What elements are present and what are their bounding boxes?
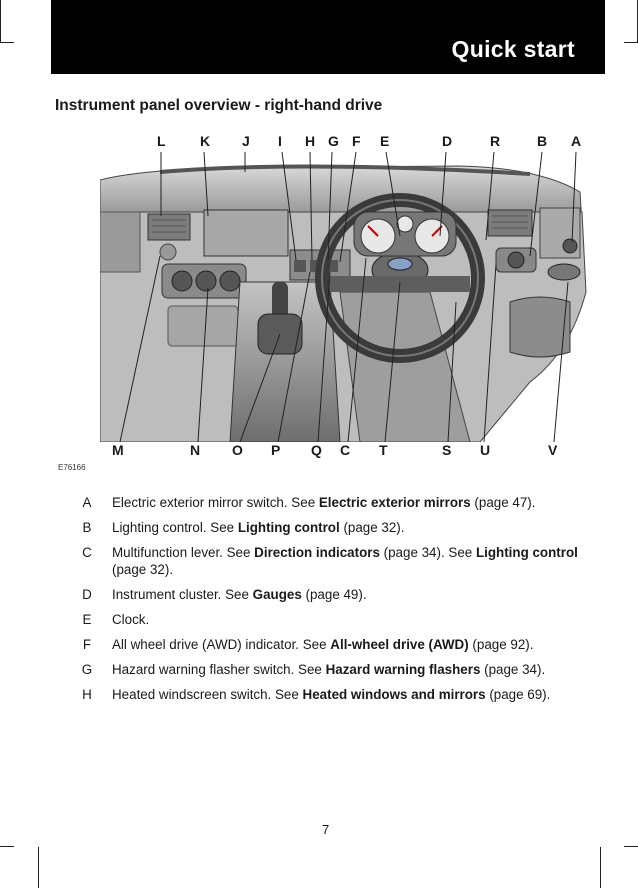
callout-bottom: P bbox=[271, 442, 281, 458]
legend-letter: C bbox=[82, 545, 92, 560]
crop-mark bbox=[624, 846, 638, 847]
header-title: Quick start bbox=[451, 36, 575, 62]
legend-text: Heated windscreen switch. See Heated win… bbox=[112, 687, 551, 702]
callout-top: J bbox=[242, 133, 250, 149]
legend-letter: B bbox=[82, 520, 92, 535]
crop-mark bbox=[38, 847, 39, 888]
legend-text: Lighting control. See Lighting control (… bbox=[112, 520, 405, 535]
legend-item: G Hazard warning flasher switch. See Haz… bbox=[62, 661, 607, 678]
legend-text: Hazard warning flasher switch. See Hazar… bbox=[112, 662, 546, 677]
callout-bottom: T bbox=[379, 442, 388, 458]
cross-reference-link[interactable]: Gauges bbox=[252, 587, 302, 602]
crop-mark bbox=[0, 42, 14, 43]
legend-item: C Multifunction lever. See Direction ind… bbox=[62, 544, 607, 578]
cross-reference-link[interactable]: Hazard warning flashers bbox=[325, 662, 481, 677]
callout-top: B bbox=[537, 133, 548, 149]
callout-top: G bbox=[328, 133, 339, 149]
callout-top: L bbox=[157, 133, 166, 149]
legend-text: Electric exterior mirror switch. See Ele… bbox=[112, 495, 536, 510]
callout-bottom: U bbox=[480, 442, 491, 458]
cross-reference-link[interactable]: Lighting control bbox=[237, 520, 340, 535]
callout-bottom: M bbox=[112, 442, 124, 458]
legend-letter: D bbox=[82, 587, 92, 602]
legend-list: A Electric exterior mirror switch. See E… bbox=[62, 494, 607, 711]
callout-top: E bbox=[380, 133, 390, 149]
legend-letter: G bbox=[81, 662, 93, 677]
section-heading: Instrument panel overview - right-hand d… bbox=[55, 97, 383, 114]
callout-top: H bbox=[305, 133, 316, 149]
callout-bottom: Q bbox=[311, 442, 322, 458]
callout-top: D bbox=[442, 133, 453, 149]
legend-letter: A bbox=[82, 495, 92, 510]
legend-item: B Lighting control. See Lighting control… bbox=[62, 519, 607, 536]
cross-reference-link[interactable]: Lighting control bbox=[475, 545, 578, 560]
legend-text: Instrument cluster. See Gauges (page 49)… bbox=[112, 587, 367, 602]
legend-text: Multifunction lever. See Direction indic… bbox=[112, 545, 578, 577]
legend-text: Clock. bbox=[112, 612, 150, 627]
legend-item: A Electric exterior mirror switch. See E… bbox=[62, 494, 607, 511]
cross-reference-link[interactable]: Heated windows and mirrors bbox=[302, 687, 486, 702]
callout-top: F bbox=[352, 133, 361, 149]
callout-top: R bbox=[490, 133, 501, 149]
legend-item: E Clock. bbox=[62, 611, 607, 628]
callout-bottom: S bbox=[442, 442, 452, 458]
callout-bottom: N bbox=[190, 442, 201, 458]
legend-item: H Heated windscreen switch. See Heated w… bbox=[62, 686, 607, 703]
legend-item: D Instrument cluster. See Gauges (page 4… bbox=[62, 586, 607, 603]
crop-mark bbox=[600, 847, 601, 888]
legend-text: All wheel drive (AWD) indicator. See All… bbox=[112, 637, 534, 652]
legend-letter: E bbox=[82, 612, 92, 627]
instrument-panel-diagram bbox=[100, 152, 587, 442]
crop-mark bbox=[0, 846, 14, 847]
page-number: 7 bbox=[322, 822, 330, 837]
crop-mark bbox=[0, 0, 1, 42]
callout-bottom: O bbox=[232, 442, 243, 458]
callout-bottom: C bbox=[340, 442, 351, 458]
legend-letter: F bbox=[82, 637, 92, 652]
header-bar: Quick start bbox=[51, 0, 605, 74]
legend-item: F All wheel drive (AWD) indicator. See A… bbox=[62, 636, 607, 653]
figure-id: E76166 bbox=[58, 463, 86, 472]
callout-top: A bbox=[571, 133, 582, 149]
crop-mark bbox=[624, 42, 638, 43]
callout-top: K bbox=[200, 133, 211, 149]
callout-top: I bbox=[278, 133, 282, 149]
legend-letter: H bbox=[82, 687, 92, 702]
cross-reference-link[interactable]: Direction indicators bbox=[254, 545, 380, 560]
cross-reference-link[interactable]: Electric exterior mirrors bbox=[318, 495, 471, 510]
cross-reference-link[interactable]: All-wheel drive (AWD) bbox=[330, 637, 469, 652]
callout-bottom: V bbox=[548, 442, 558, 458]
